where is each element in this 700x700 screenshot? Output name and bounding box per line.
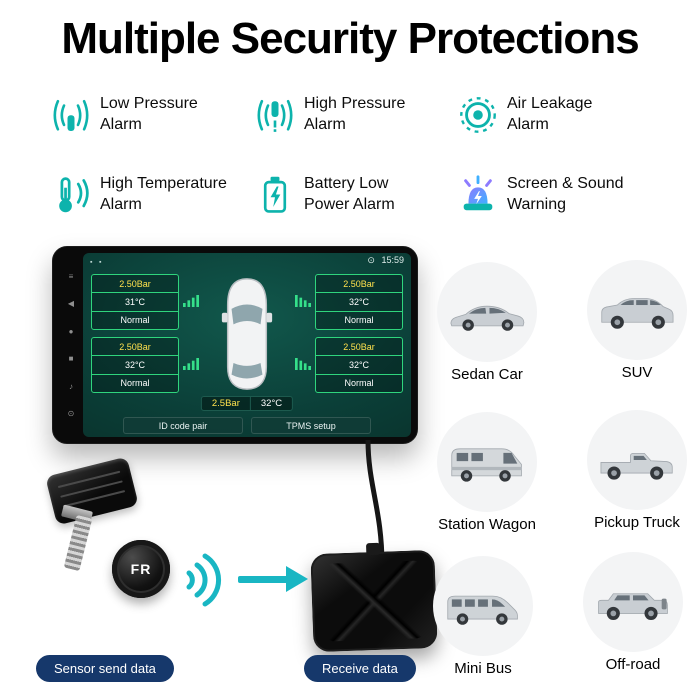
tire-tile-front-right: 2.50Bar 32°C Normal (315, 274, 403, 330)
siren-warning-icon (455, 172, 501, 218)
tire-status: Normal (344, 378, 374, 389)
signal-icon (295, 357, 311, 371)
tire-status: Normal (120, 315, 150, 326)
tire-temperature: 31°C (92, 293, 178, 312)
back-button-icon[interactable]: ◀ (67, 299, 75, 309)
high-temperature-alarm-icon (48, 172, 94, 218)
summary-pressure: 2.5Bar (202, 397, 251, 410)
suv-image (587, 260, 687, 360)
vehicle-pickup-truck: Pickup Truck (587, 410, 687, 531)
summary-temperature: 32°C (260, 398, 283, 409)
head-unit-side-buttons: ≡ ◀ ● ■ ♪ ⊙ (59, 253, 83, 437)
vehicle-label: Off-road (605, 656, 661, 673)
music-button-icon[interactable]: ♪ (69, 381, 73, 391)
vehicle-label: Sedan Car (451, 366, 523, 383)
status-icon: ▪ (90, 258, 93, 266)
clock-text: 15:59 (381, 255, 404, 265)
tire-pressure: 2.50Bar (92, 338, 178, 357)
vehicle-mini-bus: Mini Bus (433, 556, 533, 677)
signal-icon (183, 357, 199, 371)
wireless-signal-icon (180, 543, 232, 617)
tire-pressure: 2.50Bar (316, 338, 402, 357)
off-road-image (583, 552, 683, 652)
tire-pressure: 2.50Bar (92, 275, 178, 294)
cap-sensor: FR (112, 540, 170, 598)
signal-icon (183, 294, 199, 308)
tire-tile-rear-right: 2.50Bar 32°C Normal (315, 337, 403, 393)
pickup-truck-image (587, 410, 687, 510)
sensor-valve-stem (63, 514, 93, 572)
vehicle-label: Station Wagon (438, 516, 536, 533)
battery-low-alarm-icon (252, 172, 298, 218)
sedan-car-image (437, 262, 537, 362)
cap-sensor-label: FR (130, 561, 152, 577)
arrow-right-icon (238, 566, 310, 592)
vehicle-sedan: Sedan Car (437, 262, 537, 383)
station-wagon-image (437, 412, 537, 512)
vehicle-label: Mini Bus (454, 660, 512, 677)
air-leakage-alarm-icon (455, 92, 501, 138)
head-unit-display: ≡ ◀ ● ■ ♪ ⊙ ▪ ▪ ⊙ 15:59 2.50Bar 31°C N (52, 246, 418, 444)
vehicle-label: SUV (621, 364, 653, 381)
vehicle-off-road: Off-road (583, 552, 683, 673)
car-top-view-image (218, 275, 276, 393)
page-title: Multiple Security Protections (61, 14, 639, 63)
tpms-screen: ▪ ▪ ⊙ 15:59 2.50Bar 31°C Normal 2.50Bar … (83, 253, 411, 437)
signal-icon (295, 294, 311, 308)
tire-tile-rear-left: 2.50Bar 32°C Normal (91, 337, 179, 393)
tire-tile-front-left: 2.50Bar 31°C Normal (91, 274, 179, 330)
vehicle-label: Pickup Truck (594, 514, 680, 531)
status-bar: ▪ ▪ ⊙ 15:59 (83, 253, 411, 268)
power-button-icon[interactable]: ⊙ (67, 409, 75, 419)
sensor-send-data-badge: Sensor send data (36, 655, 174, 682)
tire-temperature: 32°C (316, 356, 402, 375)
tire-temperature: 32°C (92, 356, 178, 375)
low-pressure-alarm-icon (48, 92, 94, 138)
tpms-setup-button[interactable]: TPMS setup (251, 417, 371, 434)
receiver-box (310, 549, 438, 653)
summary-readout: 2.5Bar 32°C (200, 396, 294, 411)
vehicle-station-wagon: Station Wagon (437, 412, 537, 533)
tire-status: Normal (120, 378, 150, 389)
data-cable (365, 440, 385, 566)
vehicle-suv: SUV (587, 260, 687, 381)
home-button-icon[interactable]: ● (68, 326, 74, 336)
receive-data-badge: Receive data (304, 655, 416, 682)
status-icon: ▪ (99, 258, 102, 266)
id-code-pair-button[interactable]: ID code pair (123, 417, 243, 434)
location-icon: ⊙ (367, 255, 375, 265)
mini-bus-image (433, 556, 533, 656)
tire-status: Normal (344, 315, 374, 326)
stop-button-icon[interactable]: ■ (68, 354, 74, 364)
high-pressure-alarm-icon (252, 92, 298, 138)
tire-pressure: 2.50Bar (316, 275, 402, 294)
menu-button-icon[interactable]: ≡ (68, 271, 74, 281)
tire-temperature: 32°C (316, 293, 402, 312)
